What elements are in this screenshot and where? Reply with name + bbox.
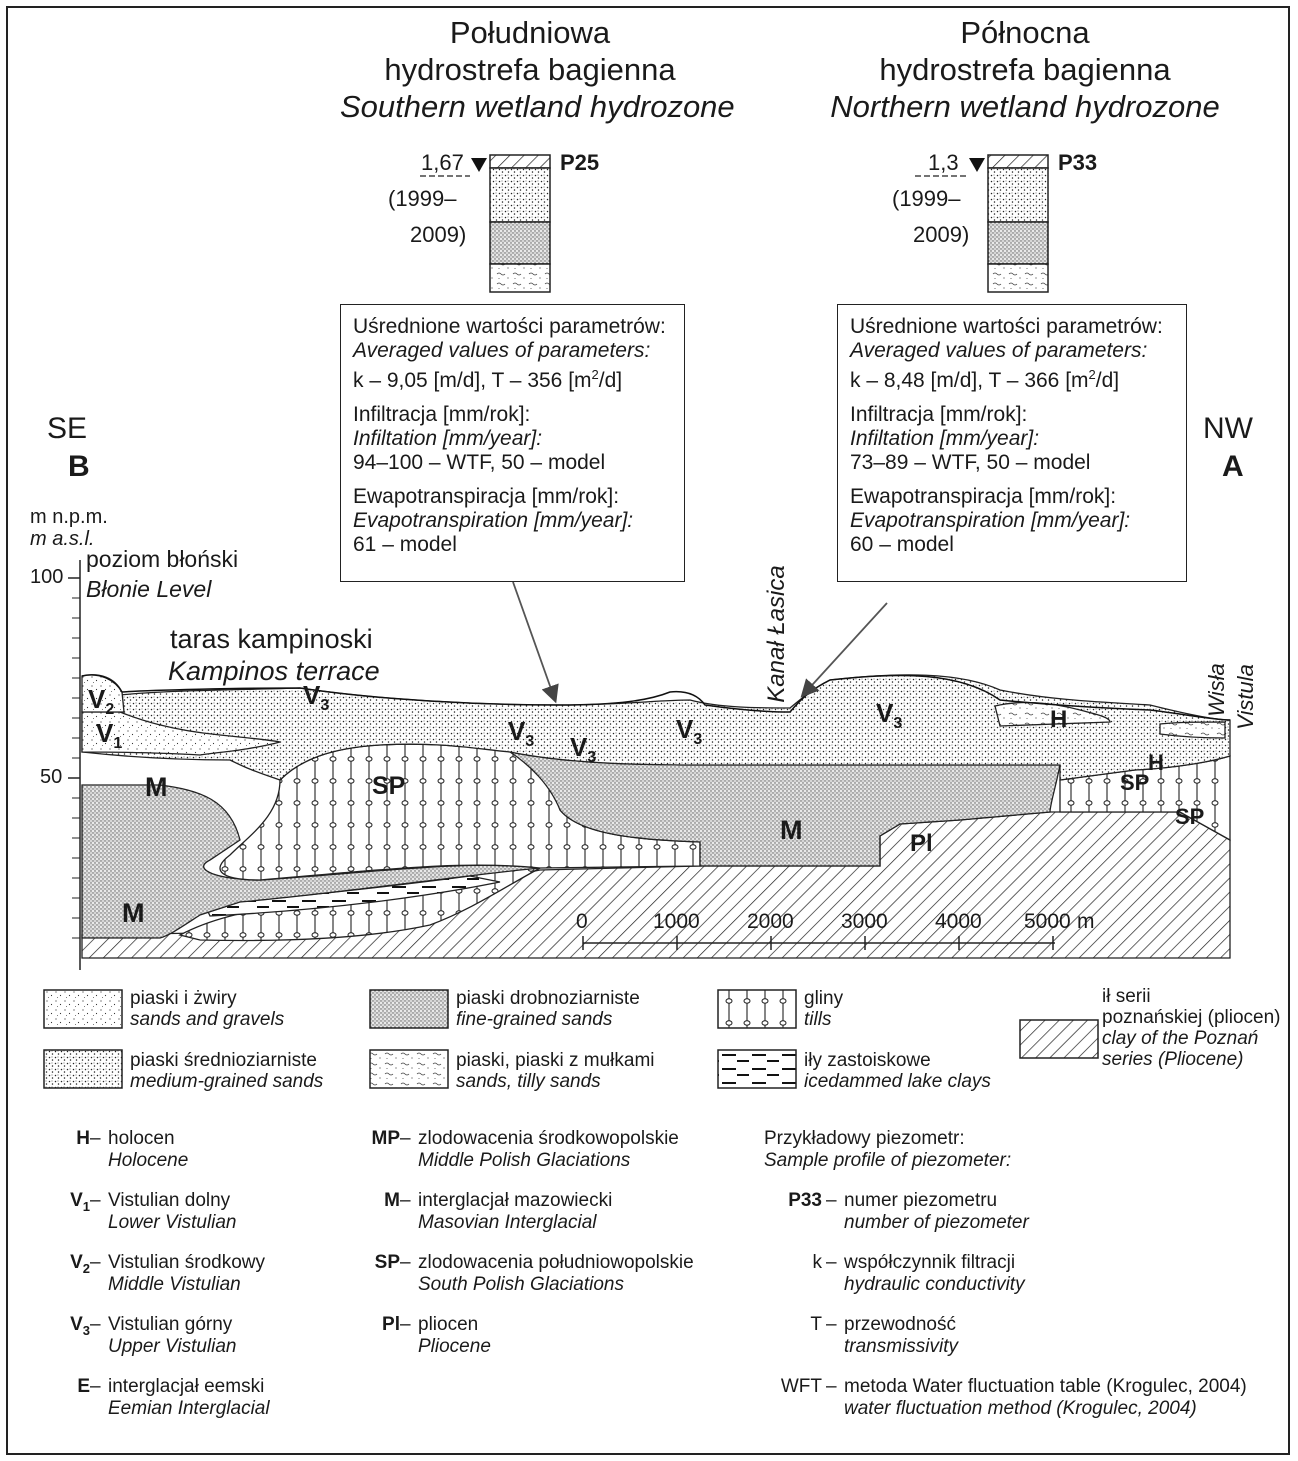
piezometer-p25-column (490, 155, 550, 292)
scale-tick-label: 3000 (841, 910, 888, 934)
scale-tick-label: 5000 (1024, 910, 1071, 934)
unit-label-v3: V3 (876, 698, 902, 733)
y-tick-100: 100 (30, 566, 63, 589)
p25-water-level: 1,67 (421, 150, 464, 176)
y-axis-unit-en: m a.s.l. (30, 528, 94, 551)
legend-swatch-lake-clay (718, 1050, 796, 1088)
p33-parameters-box: Uśrednione wartości parametrów: Averaged… (837, 304, 1187, 582)
right-section-letter: A (1222, 450, 1244, 484)
left-direction: SE (47, 412, 87, 446)
right-direction: NW (1203, 412, 1253, 446)
kampinos-terrace-label-en: Kampinos terrace (168, 656, 380, 687)
unit-label-pliocene: Pl (910, 830, 933, 858)
p33-label: P33 (1058, 150, 1097, 176)
river-label-en: Vistula (1233, 657, 1259, 737)
sample-piezometer-title: Przykładowy piezometr:Sample profile of … (764, 1128, 1011, 1172)
unit-label-v3: V3 (508, 716, 534, 751)
legend-swatch-till (718, 990, 796, 1028)
p25-period-start: (1999– (388, 186, 457, 212)
unit-label-v3: V3 (570, 732, 596, 767)
legend-swatch-tilly-sand (370, 1050, 448, 1088)
unit-label-v2: V2 (88, 684, 114, 719)
unit-label-m: M (780, 815, 803, 846)
left-section-letter: B (68, 450, 90, 484)
scale-tick-label: 4000 (935, 910, 982, 934)
p33-period-end: 2009) (913, 222, 969, 248)
kampinos-terrace-label: taras kampinoski (170, 624, 373, 655)
p33-period-start: (1999– (892, 186, 961, 212)
legend-swatch-pliocene-clay (1020, 1020, 1098, 1058)
blonie-level-label-en: Błonie Level (86, 576, 211, 603)
scale-tick-label: 0 (576, 910, 588, 934)
piezometer-p33-column (988, 155, 1048, 292)
legend-swatch-fine-sand (370, 990, 448, 1028)
legend-swatch-medium-sand (44, 1050, 122, 1088)
scale-tick-label: 2000 (747, 910, 794, 934)
scale-tick-label: 1000 (653, 910, 700, 934)
elevation-axis (68, 560, 80, 970)
scale-unit: m (1077, 910, 1095, 934)
unit-label-h: H (1050, 706, 1067, 734)
unit-label-sp: SP (1175, 804, 1204, 830)
unit-label-m: M (145, 772, 168, 803)
p25-label: P25 (560, 150, 599, 176)
water-level-icon (969, 158, 985, 172)
p25-parameters-box: Uśrednione wartości parametrów: Averaged… (340, 304, 685, 582)
unit-label-v3: V3 (303, 680, 329, 715)
unit-label-m: M (122, 898, 145, 929)
unit-label-sp: SP (1120, 770, 1149, 796)
unit-label-h: H (1148, 750, 1164, 776)
water-level-icon (471, 158, 487, 172)
p33-water-level: 1,3 (928, 150, 959, 176)
canal-label: Kanał Łasica (763, 554, 791, 714)
y-axis-unit: m n.p.m. (30, 506, 108, 529)
unit-label-v1: V1 (96, 718, 122, 753)
unit-label-v3: V3 (676, 714, 702, 749)
y-tick-50: 50 (40, 766, 62, 789)
p25-period-end: 2009) (410, 222, 466, 248)
unit-label-sp: SP (372, 772, 405, 801)
legend-swatch-sand-gravel (44, 990, 122, 1028)
river-label: Wisła (1204, 650, 1230, 730)
blonie-level-label: poziom błoński (86, 546, 238, 573)
